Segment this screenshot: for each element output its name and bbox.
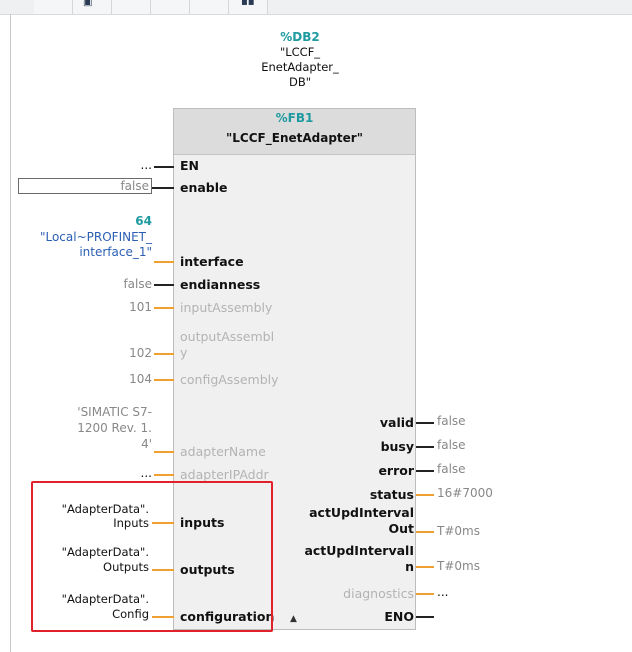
pin-act-upd-interval-out-line: actUpdInterval bbox=[309, 505, 414, 520]
instance-db-address: %DB2 bbox=[280, 30, 320, 44]
pin-config-assembly: configAssembly bbox=[180, 372, 279, 387]
pin-inputs: inputs bbox=[180, 515, 225, 530]
pin-output-assembly-line: outputAssembl bbox=[180, 329, 275, 344]
pin-diagnostics: diagnostics bbox=[343, 586, 414, 601]
outputs-wire bbox=[152, 569, 174, 571]
fb-name: "LCCF_EnetAdapter" bbox=[226, 131, 363, 145]
pin-status: status bbox=[369, 487, 414, 502]
pin-adapter-name: adapterName bbox=[180, 444, 266, 459]
diagnostics-value[interactable]: ... bbox=[437, 585, 449, 599]
config-assembly-value[interactable]: 104 bbox=[129, 372, 152, 386]
pin-busy: busy bbox=[380, 439, 414, 454]
toolbar-button[interactable] bbox=[34, 0, 73, 14]
pin-interface: interface bbox=[180, 254, 244, 269]
outputs-value-line[interactable]: Outputs bbox=[103, 560, 149, 574]
interface-wire bbox=[154, 261, 174, 263]
output-assembly-wire bbox=[154, 353, 174, 355]
toolbar: ▣ ▪▪ bbox=[0, 0, 632, 15]
pin-outputs: outputs bbox=[180, 562, 235, 577]
inputs-value-line[interactable]: "AdapterData". bbox=[61, 502, 149, 516]
toolbar-button[interactable]: ▣ bbox=[73, 0, 112, 14]
adapter-ip-value[interactable]: ... bbox=[140, 466, 152, 480]
network-rail bbox=[10, 14, 11, 652]
interface-value-line[interactable]: interface_1" bbox=[79, 245, 152, 259]
pin-act-upd-interval-in-line: actUpdIntervalI bbox=[304, 543, 414, 558]
pin-output-assembly-line: y bbox=[180, 345, 188, 360]
endianness-wire bbox=[154, 284, 174, 286]
interface-value-line[interactable]: "Local~PROFINET_ bbox=[39, 230, 152, 244]
instance-db-name-line: DB" bbox=[288, 75, 312, 89]
adapter-name-value-line[interactable]: 4' bbox=[141, 437, 152, 451]
function-block[interactable]: %FB1 "LCCF_EnetAdapter" bbox=[173, 108, 416, 630]
busy-value[interactable]: false bbox=[437, 438, 466, 452]
busy-wire bbox=[416, 446, 434, 448]
en-value[interactable]: ... bbox=[140, 158, 152, 172]
pin-en: EN bbox=[180, 158, 200, 173]
configuration-value-line[interactable]: Config bbox=[112, 607, 149, 621]
pin-eno: ENO bbox=[384, 609, 414, 624]
error-wire bbox=[416, 470, 434, 472]
act-upd-interval-out-wire bbox=[416, 531, 434, 533]
bracket-icon: ▪▪ bbox=[241, 0, 255, 8]
diagnostics-wire bbox=[416, 593, 434, 595]
valid-value[interactable]: false bbox=[437, 414, 466, 428]
error-value[interactable]: false bbox=[437, 462, 466, 476]
output-assembly-value[interactable]: 102 bbox=[129, 346, 152, 360]
toolbar-button[interactable] bbox=[151, 0, 190, 14]
instance-db-name-line: "LCCF_ bbox=[279, 45, 321, 59]
interface-hw-id: 64 bbox=[135, 214, 152, 228]
act-upd-interval-in-wire bbox=[416, 566, 434, 568]
endianness-value[interactable]: false bbox=[123, 277, 152, 291]
function-block-header: %FB1 "LCCF_EnetAdapter" bbox=[174, 109, 415, 155]
valid-wire bbox=[416, 422, 434, 424]
pin-act-upd-interval-in-line: n bbox=[405, 559, 414, 574]
input-assembly-value[interactable]: 101 bbox=[129, 300, 152, 314]
input-assembly-wire bbox=[154, 307, 174, 309]
en-wire bbox=[154, 166, 174, 168]
pin-adapter-ip: adapterIPAddr bbox=[180, 467, 269, 482]
toolbar-button[interactable] bbox=[112, 0, 151, 14]
enable-value[interactable]: false bbox=[120, 179, 149, 193]
toolbar-button[interactable] bbox=[190, 0, 229, 14]
outputs-value-line[interactable]: "AdapterData". bbox=[61, 545, 149, 559]
eno-wire bbox=[416, 616, 434, 618]
status-value[interactable]: 16#7000 bbox=[437, 486, 493, 500]
status-wire bbox=[416, 494, 434, 496]
pin-error: error bbox=[378, 463, 414, 478]
collapse-caret-icon[interactable]: ▲ bbox=[290, 614, 297, 624]
pin-valid: valid bbox=[379, 415, 414, 430]
adapter-name-wire bbox=[154, 451, 174, 453]
instance-db-name-line: EnetAdapter_ bbox=[261, 60, 339, 74]
adapter-name-value-line[interactable]: 1200 Rev. 1. bbox=[77, 421, 152, 435]
pin-configuration: configuration bbox=[180, 609, 275, 624]
pin-endianness: endianness bbox=[180, 277, 261, 292]
pin-enable: enable bbox=[180, 180, 228, 195]
toolbar-button[interactable]: ▪▪ bbox=[229, 0, 268, 14]
fb-address: %FB1 bbox=[275, 111, 314, 125]
configuration-wire bbox=[152, 616, 174, 618]
enable-wire bbox=[152, 187, 174, 189]
inputs-value-line[interactable]: Inputs bbox=[113, 516, 149, 530]
config-assembly-wire bbox=[154, 379, 174, 381]
highlight-box bbox=[31, 481, 273, 632]
act-upd-interval-out-value[interactable]: T#0ms bbox=[437, 524, 480, 538]
pin-input-assembly: inputAssembly bbox=[180, 300, 273, 315]
inputs-wire bbox=[152, 522, 174, 524]
adapter-ip-wire bbox=[154, 474, 174, 476]
configuration-value-line[interactable]: "AdapterData". bbox=[61, 592, 149, 606]
pin-act-upd-interval-out-line: Out bbox=[388, 521, 414, 536]
adapter-name-value-line[interactable]: 'SIMATIC S7- bbox=[77, 405, 152, 419]
enable-input[interactable] bbox=[18, 178, 152, 194]
block-icon: ▣ bbox=[83, 0, 93, 8]
act-upd-interval-in-value[interactable]: T#0ms bbox=[437, 559, 480, 573]
